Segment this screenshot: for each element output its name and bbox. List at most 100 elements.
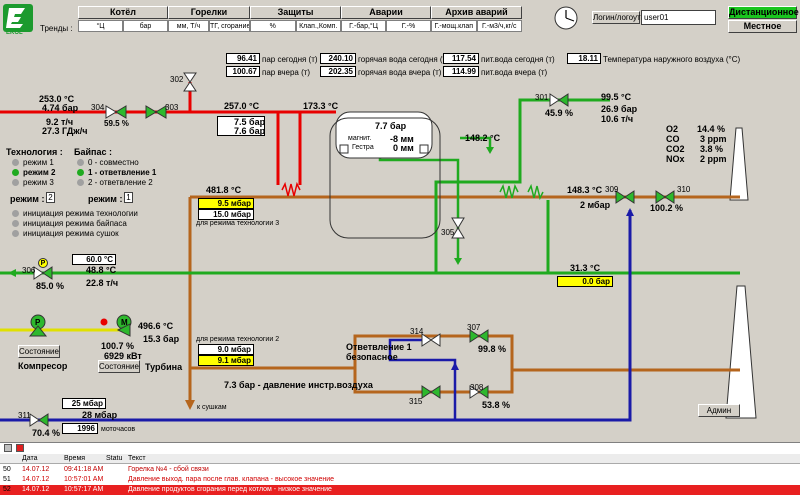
valve-305-icon[interactable]	[451, 217, 465, 239]
user-field[interactable]: user01	[641, 10, 716, 25]
steam-mid-box	[217, 116, 265, 136]
action-indicator-icon	[12, 220, 19, 227]
mode-remote-button[interactable]: Дистанционное	[728, 6, 799, 19]
trend-button[interactable]: Клап.,Комп.	[295, 20, 341, 32]
log-cell-date: 14.07.12	[22, 476, 50, 483]
valve-304-icon[interactable]	[105, 105, 127, 119]
counter-label: пит.вода вчера (т)	[481, 68, 548, 77]
bypass-mode-0[interactable]: 0 - совместно	[88, 158, 139, 167]
turbine-icon[interactable]	[100, 314, 132, 337]
action-init-bypass[interactable]: инициация режима байпаса	[23, 219, 127, 228]
bypass-mode-input[interactable]: 1	[124, 192, 133, 203]
valve-309-icon[interactable]	[615, 190, 635, 204]
counter-label: горячая вода сегодня (т)	[358, 55, 449, 64]
trend-button[interactable]: Г.-%	[386, 20, 431, 32]
emission-value: 2 ppm	[700, 154, 727, 164]
mode-indicator-icon	[77, 179, 84, 186]
valve-302-icon[interactable]	[183, 72, 197, 92]
valve-314-icon[interactable]	[421, 333, 441, 347]
trend-button[interactable]: Г.-м3/ч,кг/с	[476, 20, 522, 32]
valve-label: 304	[91, 103, 105, 112]
login-logout-button[interactable]: Логин/логоут	[592, 11, 641, 24]
branch-title: Ответвление 1	[346, 342, 412, 352]
valve-label: 302	[170, 75, 184, 84]
tech-mode-1[interactable]: режим 1	[23, 158, 54, 167]
bypass-title: Байпас :	[74, 147, 112, 157]
exhaust-p2: 15.0 мбар	[198, 209, 254, 220]
alarm-lamp-icon	[100, 318, 108, 326]
mode-local-button[interactable]: Местное	[728, 20, 797, 33]
dryer-label: к сушкам	[197, 404, 227, 411]
tech2-note: для режима технологии 2	[196, 336, 280, 343]
tech-mode-input[interactable]: 2	[46, 192, 55, 203]
valve-303-icon[interactable]	[145, 105, 167, 119]
header-group-button[interactable]: Архив аварий	[431, 6, 522, 19]
flue-right-pressure: 2 мбар	[580, 200, 611, 210]
green-left-flow: 22.8 т/ч	[86, 278, 119, 288]
valve-label: 308	[470, 383, 484, 392]
compressor-icon[interactable]	[28, 314, 48, 337]
bypass-mode-2[interactable]: 2 - ответвление 2	[88, 178, 153, 187]
turbine-state-button[interactable]: Состояние	[98, 360, 140, 373]
counter-value: 114.99	[443, 66, 479, 77]
branch-subtitle: безопасное	[346, 352, 398, 362]
tech-mode-3[interactable]: режим 3	[23, 178, 54, 187]
valve-307-icon[interactable]	[469, 329, 489, 343]
instrument-air-text: 7.3 бар - давление инстр.воздуха	[224, 380, 373, 390]
tech2-p2: 9.1 мбар	[198, 355, 254, 366]
valve-301-icon[interactable]	[549, 93, 569, 107]
valve-308-icon[interactable]	[469, 385, 489, 399]
trend-button[interactable]: ТГ, сгорание	[209, 20, 250, 32]
emission-name: CO	[666, 134, 680, 144]
clear-log-icon[interactable]	[16, 444, 24, 452]
action-init-technology[interactable]: инициация режима технологии	[23, 209, 138, 218]
tech-mode-2[interactable]: режим 2	[23, 168, 56, 177]
pipe-diagram	[0, 72, 757, 427]
steam-left-energy: 27.3 ГДж/ч	[42, 126, 88, 136]
counter-value: 100.67	[226, 66, 260, 77]
valve-315-icon[interactable]	[421, 385, 441, 399]
steam-t2: 173.3 °C	[303, 101, 339, 111]
feed-temp: 148.2 °C	[465, 133, 501, 143]
valve-311-icon[interactable]	[29, 413, 49, 427]
valve-306-icon[interactable]	[33, 266, 53, 280]
header-group-button[interactable]: Аварии	[341, 6, 431, 19]
acknowledge-icon[interactable]	[4, 444, 12, 452]
compressor-p-label: P	[35, 318, 41, 327]
boiler-body	[329, 117, 441, 239]
trend-button[interactable]: %	[250, 20, 296, 32]
counter-label: пит.вода сегодня (т)	[481, 55, 555, 64]
log-cell-id: 51	[3, 476, 11, 483]
counter-value: 96.41	[226, 53, 260, 64]
header-group-button[interactable]: Горелки	[168, 6, 250, 19]
steam-left-temp: 253.0 °C	[39, 94, 75, 104]
trend-button[interactable]: мм, Т/ч	[168, 20, 209, 32]
header-group-button[interactable]: Котёл	[78, 6, 168, 19]
valve-310-percent: 100.2 %	[650, 203, 684, 213]
log-col-time: Время	[64, 455, 86, 462]
trend-button[interactable]: Г.-бар,°Ц	[341, 20, 386, 32]
steam-mid-p1: 7.5 бар	[234, 117, 266, 127]
trend-button[interactable]: бар	[123, 20, 168, 32]
action-init-drying[interactable]: инициация режима сушок	[23, 229, 119, 238]
trend-button[interactable]: °Ц	[78, 20, 123, 32]
valve-label: 315	[409, 397, 423, 406]
trend-button[interactable]: Г.-мощ.клап	[431, 20, 477, 32]
exhaust-temp: 481.8 °C	[206, 185, 242, 195]
heat-exchanger-2	[499, 183, 544, 201]
log-cell-date: 14.07.12	[22, 486, 50, 493]
admin-button[interactable]: Админ	[698, 404, 740, 417]
header-group-button[interactable]: Защиты	[250, 6, 341, 19]
compressor-state-button[interactable]: Состояние	[18, 345, 60, 358]
emission-value: 14.4 %	[697, 124, 726, 134]
logo-text: EKOL	[6, 30, 23, 36]
log-col-status: Statu	[106, 455, 123, 462]
turbine-power: 6929 кВт	[104, 351, 142, 361]
valve-310-icon[interactable]	[655, 190, 675, 204]
drum-magnet-value: -8 мм	[390, 134, 414, 144]
bypass-mode-1[interactable]: 1 - ответвление 1	[88, 168, 157, 177]
log-toolbar	[0, 443, 800, 454]
